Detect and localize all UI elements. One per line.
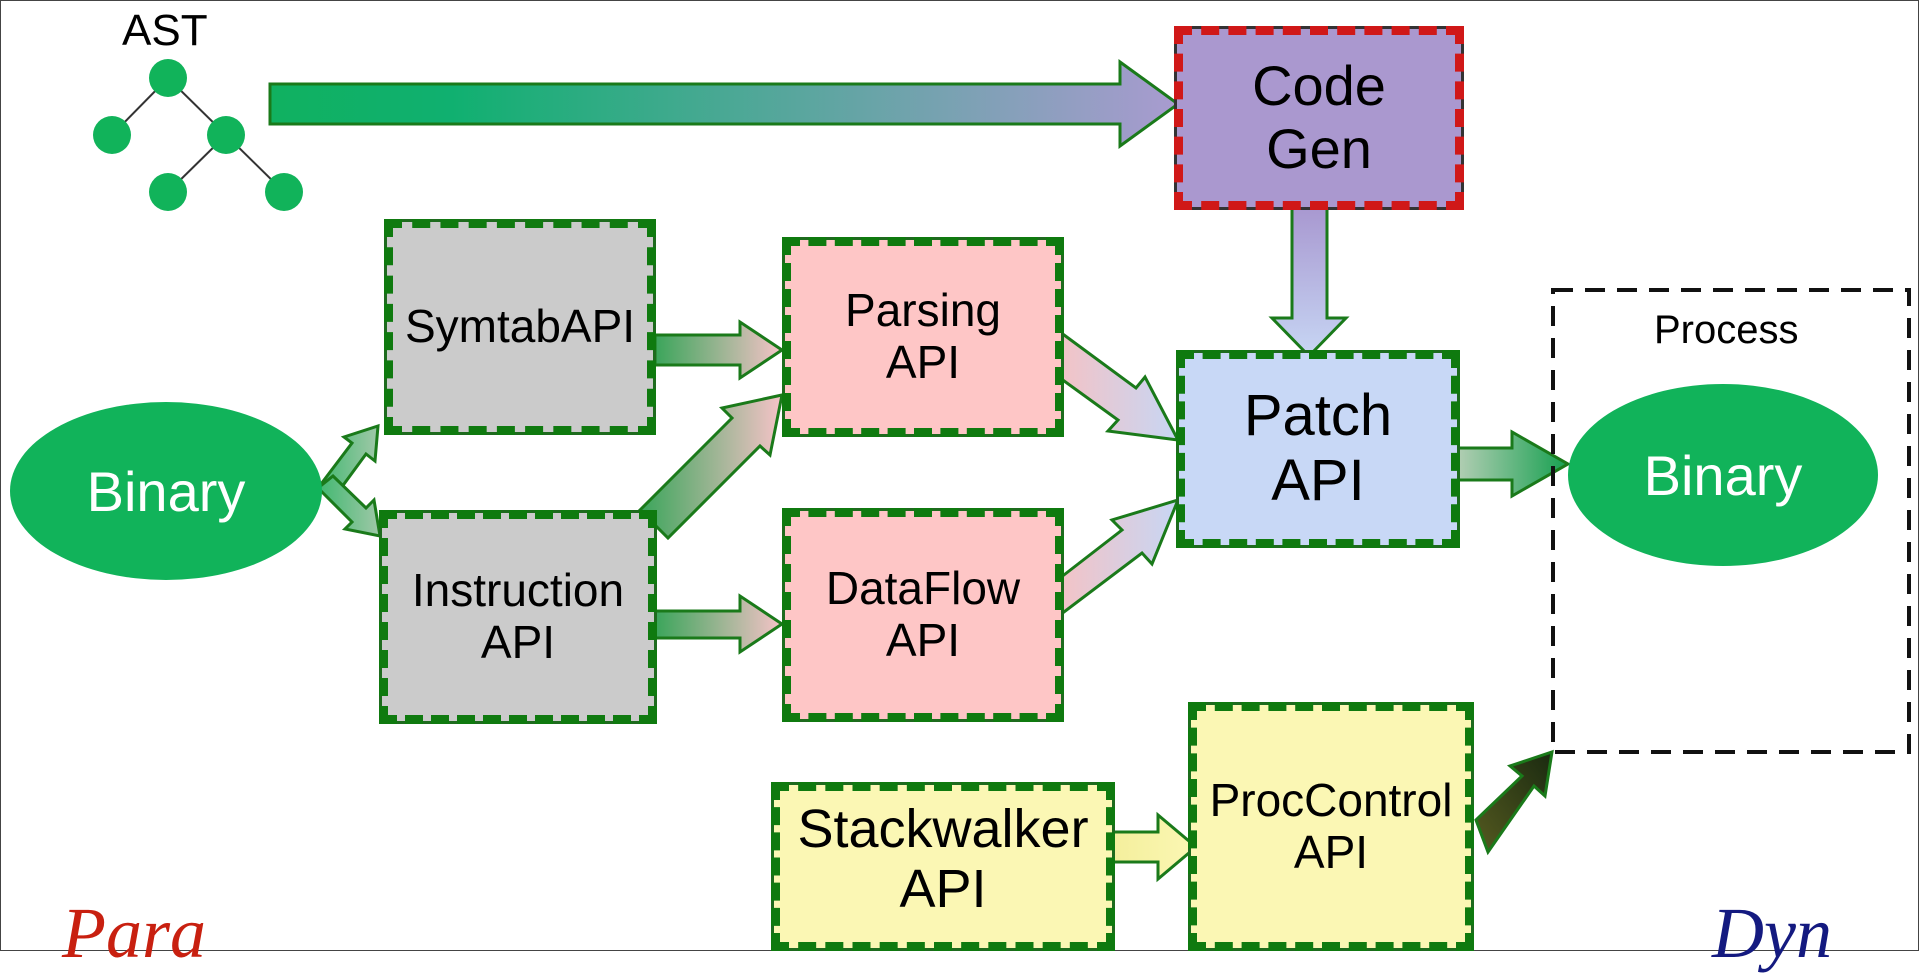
arrow-proccontrol-to-process bbox=[1474, 749, 1554, 856]
instruction-api-label-line1: Instruction bbox=[411, 564, 625, 617]
binary-input-label: Binary bbox=[86, 459, 246, 523]
arrow-parsing-to-patch bbox=[1058, 329, 1181, 442]
ast-label: AST bbox=[122, 6, 208, 55]
arrow-stackwalker-to-proccontrol bbox=[1110, 811, 1199, 883]
symtab-api-node: SymtabAPI bbox=[384, 219, 656, 435]
arrow-instruction-to-dataflow bbox=[653, 593, 785, 655]
arrow-codegen-to-patch bbox=[1268, 206, 1350, 359]
patch-api-label-line1: Patch bbox=[1243, 383, 1393, 449]
proccontrol-api-label-line2: API bbox=[1293, 825, 1369, 878]
process-box bbox=[1551, 288, 1911, 754]
binary-process-label: Binary bbox=[1643, 443, 1803, 507]
patch-api-label-line2: API bbox=[1271, 448, 1365, 513]
parsing-api-node: Parsing API bbox=[782, 237, 1064, 437]
arrow-instruction-to-parsing bbox=[637, 393, 784, 541]
arrow-ast-to-codegen bbox=[268, 59, 1181, 149]
arrow-binary-to-instruction bbox=[315, 474, 382, 538]
dataflow-api-node: DataFlow API bbox=[782, 508, 1064, 722]
stackwalker-api-label-line2: API bbox=[899, 859, 987, 920]
dataflow-api-label-line2: API bbox=[885, 614, 961, 666]
paradyn-logo-right: Dyn bbox=[1712, 893, 1832, 973]
patch-api-node: Patch API bbox=[1176, 350, 1460, 548]
proccontrol-api-label-line1: ProcControl bbox=[1209, 774, 1453, 826]
instruction-api-label-line2: API bbox=[480, 616, 556, 668]
process-label: Process bbox=[1654, 308, 1799, 352]
code-gen-label-line1: Code bbox=[1252, 54, 1386, 118]
paradyn-logo-left: Para bbox=[62, 893, 206, 973]
ast-tree-icon bbox=[93, 59, 303, 211]
binary-input: Binary bbox=[10, 402, 322, 580]
parsing-api-label-line2: API bbox=[885, 336, 961, 388]
code-gen-node: Code Gen bbox=[1174, 26, 1464, 210]
dataflow-api-label-line1: DataFlow bbox=[825, 562, 1021, 615]
binary-process: Binary bbox=[1568, 384, 1878, 566]
diagram-canvas bbox=[0, 0, 1919, 951]
arrow-patch-to-binary bbox=[1453, 429, 1572, 499]
code-gen-label-line2: Gen bbox=[1266, 117, 1372, 180]
arrow-dataflow-to-patch bbox=[1058, 497, 1181, 619]
proccontrol-api-node: ProcControl API bbox=[1188, 702, 1474, 951]
parsing-api-label-line1: Parsing bbox=[845, 284, 1001, 337]
instruction-api-node: Instruction API bbox=[379, 510, 657, 724]
symtab-api-label: SymtabAPI bbox=[404, 300, 636, 353]
arrow-symtab-to-parsing bbox=[653, 319, 785, 381]
stackwalker-api-label-line1: Stackwalker bbox=[797, 799, 1089, 859]
stackwalker-api-node: Stackwalker API bbox=[771, 782, 1115, 951]
